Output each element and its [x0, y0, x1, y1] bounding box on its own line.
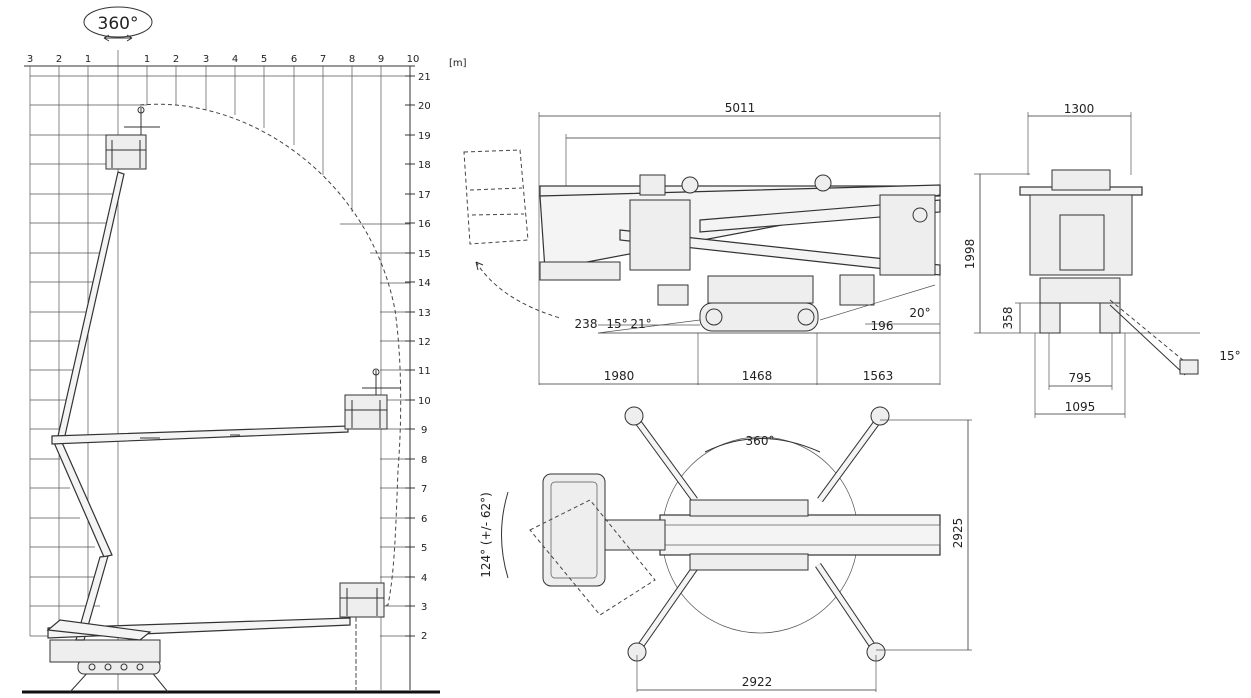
svg-text:6: 6: [291, 54, 297, 65]
svg-text:2: 2: [56, 54, 62, 65]
unit-label: [m]: [449, 58, 467, 69]
svg-text:10: 10: [407, 54, 420, 65]
base-machine: [49, 639, 169, 693]
svg-text:21: 21: [418, 72, 431, 83]
svg-text:1: 1: [144, 54, 150, 65]
svg-text:11: 11: [418, 366, 431, 377]
svg-text:3: 3: [421, 602, 427, 613]
svg-text:7: 7: [421, 484, 427, 495]
svg-text:5: 5: [421, 543, 427, 554]
svg-text:12: 12: [418, 337, 431, 348]
top-body: [659, 514, 941, 556]
rear-view: 1300 1998 358 15° 795 1095: [963, 102, 1241, 418]
outrigger-length-label: 2922: [742, 675, 773, 689]
overall-length-label: 5011: [725, 101, 756, 115]
outrigger-span-label: 2925: [951, 518, 965, 549]
svg-text:8: 8: [421, 455, 427, 466]
svg-text:4: 4: [421, 573, 427, 584]
track-height-label: 358: [1001, 307, 1015, 330]
top-tick-labels: 3 2 1 1 2 3 4 5 6 7 8 9 10: [27, 54, 420, 65]
departure-angle-label: 21°: [630, 317, 651, 331]
top-basket: [542, 473, 606, 587]
svg-text:20: 20: [418, 101, 431, 112]
svg-text:7: 7: [320, 54, 326, 65]
slope-angle-label: 20°: [909, 306, 930, 320]
svg-text:1: 1: [85, 54, 91, 65]
track-length-label: 1468: [742, 369, 773, 383]
side-view: 5011: [463, 101, 941, 385]
grid-horizontals: [30, 75, 410, 637]
svg-text:15: 15: [418, 249, 431, 260]
top-rotation-label: 360°: [746, 434, 775, 448]
track-width-label: 795: [1069, 371, 1092, 385]
working-range-diagram: 360°: [22, 6, 467, 694]
overall-width-label: 1300: [1064, 102, 1095, 116]
basket-rotation-label: 124° (+/- 62°): [479, 492, 493, 578]
svg-text:6: 6: [421, 514, 427, 525]
svg-text:3: 3: [203, 54, 209, 65]
svg-text:4: 4: [232, 54, 238, 65]
approach-angle-label: 15°: [606, 317, 627, 331]
outrigger-width-label: 1095: [1065, 400, 1096, 414]
svg-text:10: 10: [418, 396, 431, 407]
working-envelope: [139, 103, 402, 690]
rotation-label: 360°: [98, 14, 139, 34]
side-basket: [463, 149, 561, 319]
rear-overhang-label: 1563: [863, 369, 894, 383]
svg-text:2: 2: [421, 631, 427, 642]
side-track: [699, 275, 819, 332]
clearance-label: 238: [575, 317, 598, 331]
rotation-ellipse: [83, 6, 153, 38]
svg-text:18: 18: [418, 160, 431, 171]
boom-mid: [51, 368, 400, 445]
outrigger-angle-label: 15°: [1219, 349, 1240, 363]
rear-height-label: 196: [871, 319, 894, 333]
svg-text:17: 17: [418, 190, 431, 201]
boom-low: [46, 582, 385, 690]
svg-text:9: 9: [378, 54, 384, 65]
svg-text:5: 5: [261, 54, 267, 65]
svg-text:16: 16: [418, 219, 431, 230]
svg-text:19: 19: [418, 131, 431, 142]
front-overhang-label: 1980: [604, 369, 635, 383]
outriggers: [624, 406, 890, 662]
svg-text:2: 2: [173, 54, 179, 65]
height-tick-labels: 21 20 19 18 17 16 15 14 13 12 11 10 9 8 …: [418, 72, 431, 642]
svg-text:8: 8: [349, 54, 355, 65]
rear-height-label: 1998: [963, 239, 977, 270]
boom-raised: [51, 106, 160, 641]
svg-text:13: 13: [418, 308, 431, 319]
svg-text:14: 14: [418, 278, 431, 289]
svg-text:3: 3: [27, 54, 33, 65]
top-view: 360° 124° (+/- 62°): [479, 406, 972, 692]
svg-text:9: 9: [421, 425, 427, 436]
side-machine-body: [539, 174, 941, 306]
